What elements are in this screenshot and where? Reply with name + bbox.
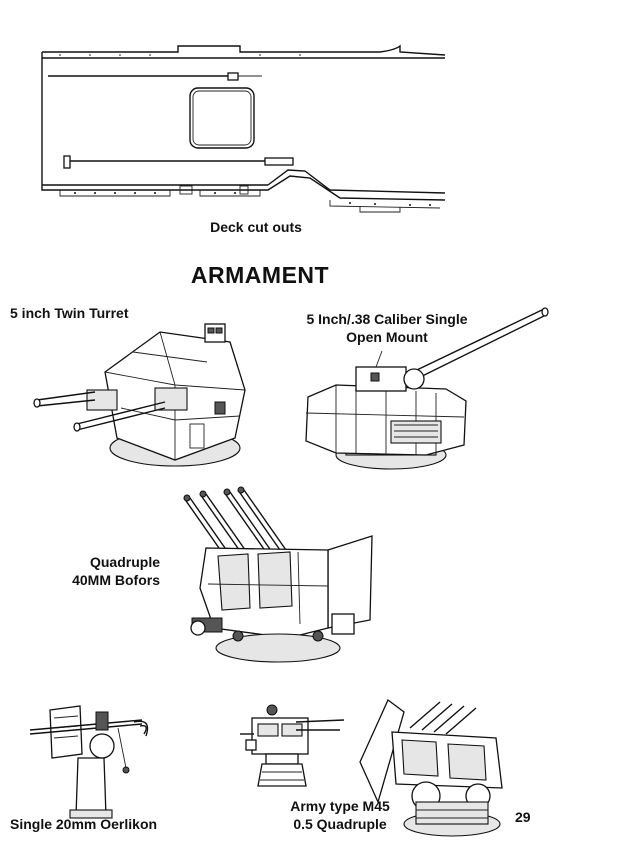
twin-turret-illustration <box>33 323 246 467</box>
m45-quad-illustration <box>359 698 503 837</box>
section-title: ARMAMENT <box>190 262 330 288</box>
twin-turret-label: 5 inch Twin Turret <box>10 305 129 321</box>
page-number: 29 <box>515 809 531 825</box>
oerlikon-illustration <box>29 705 149 819</box>
bofors-label-1: Quadruple <box>89 554 160 570</box>
m45-label-2: 0.5 Quadruple <box>293 816 387 832</box>
deck-caption: Deck cut outs <box>210 219 302 235</box>
bofors-label-2: 40MM Bofors <box>72 572 160 588</box>
single-mount-illustration <box>305 307 549 470</box>
m45-label-1: Army type M45 <box>290 798 390 814</box>
single-mount-label-2: Open Mount <box>346 329 428 345</box>
bofors-illustration <box>183 486 373 663</box>
single-mount-label-1: 5 Inch/.38 Caliber Single <box>306 311 468 327</box>
oerlikon-label: Single 20mm Oerlikon <box>10 816 158 832</box>
m45-side-illustration <box>240 704 345 787</box>
